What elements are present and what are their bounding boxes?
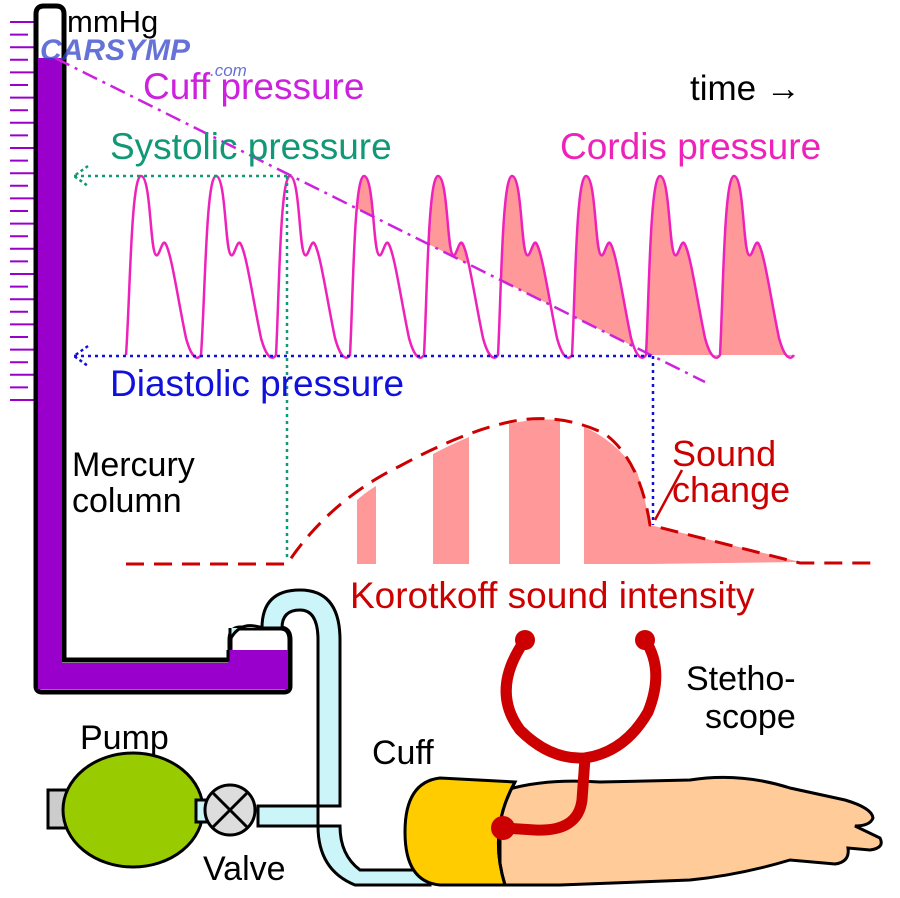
korotkoff-envelope-line: [126, 417, 878, 566]
watermark-logo: CARSYMP .com: [40, 34, 247, 80]
systolic-pressure-marker: [71, 164, 289, 560]
stethoscope-chestpiece-icon: [491, 816, 515, 840]
valve: [203, 783, 257, 837]
pump: [46, 751, 214, 869]
watermark-suffix: .com: [210, 61, 247, 80]
cuff-label: Cuff: [372, 734, 434, 772]
pump-label: Pump: [80, 719, 169, 757]
diastolic-pressure-marker: [71, 344, 655, 525]
cuff-pressure-line: [54, 56, 706, 384]
cordis-pressure-label: Cordis pressure: [560, 126, 821, 167]
cuff-pressure-label: Cuff pressure: [143, 66, 364, 107]
watermark-brand: CARSYMP: [40, 34, 191, 67]
sound-change-pointer: [653, 469, 684, 521]
cordis-pressure-waveform: [124, 174, 796, 359]
pump-bulb-icon: [61, 751, 205, 869]
mercury-column: [33, 3, 293, 695]
systolic-pressure-label: Systolic pressure: [110, 126, 392, 167]
valve-label: Valve: [203, 850, 286, 888]
diastolic-pressure-label: Diastolic pressure: [110, 363, 404, 404]
korotkoff-sound-bars: [357, 419, 800, 564]
sound-change-label-line2: change: [672, 469, 790, 510]
tube-outline: [256, 588, 432, 887]
sound-change-label-line1: Sound: [672, 433, 776, 474]
time-label: time →: [690, 69, 801, 108]
stethoscope-label-line2: scope: [705, 698, 796, 736]
air-tubes: [228, 588, 432, 887]
stethoscope: [491, 630, 662, 840]
pressure-scale-ticks: [10, 21, 36, 401]
labels: mmHg Cuff pressure time → Systolic press…: [67, 4, 821, 888]
mercury-column-label-line2: column: [72, 482, 182, 520]
unit-label: mmHg: [67, 4, 158, 39]
mercury-tube-glass: [33, 3, 293, 695]
stethoscope-label-line1: Stetho-: [686, 660, 796, 698]
korotkoff-label: Korotkoff sound intensity: [350, 575, 755, 616]
arm: [498, 775, 883, 887]
mercury-column-label-line1: Mercury: [72, 446, 195, 484]
arm-icon: [498, 775, 883, 887]
